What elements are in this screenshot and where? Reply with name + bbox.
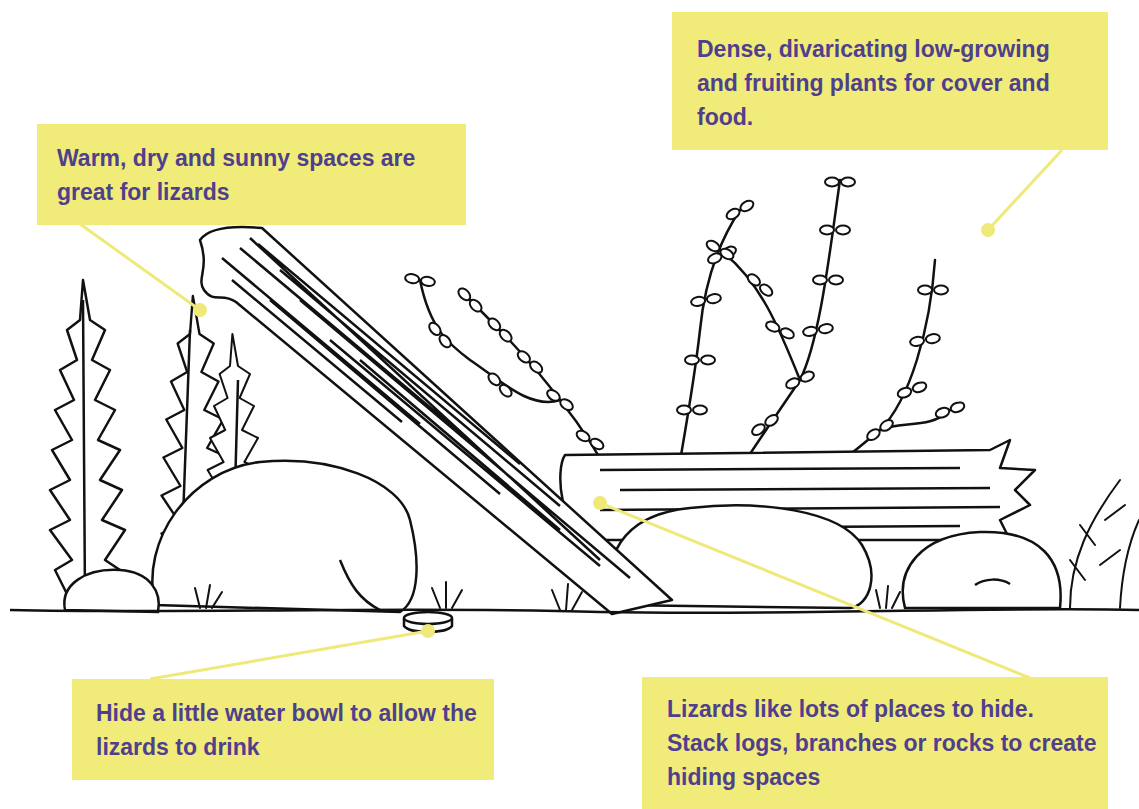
bush-leaves-part	[677, 406, 707, 415]
leader-lines-part	[150, 631, 428, 679]
bush-leaves-part	[825, 178, 855, 187]
leader-lines	[80, 150, 1062, 679]
callout-text: Dense, divaricating low-growing and frui…	[697, 32, 1096, 134]
bush-leaves-part	[765, 320, 796, 341]
bush-leaves-part	[486, 371, 514, 399]
leader-lines-part	[193, 303, 207, 317]
grass-tufts-part	[876, 586, 900, 608]
bush-leaves-part	[545, 388, 575, 413]
bush-leaves-part	[746, 272, 775, 298]
bush-leaves-part	[456, 286, 484, 314]
rocks-right-part	[903, 532, 1061, 608]
grass-tufts-part	[195, 585, 222, 608]
leader-lines-part	[988, 150, 1062, 230]
leader-lines-part	[80, 224, 200, 310]
leader-lines-part	[421, 624, 435, 638]
fern-part	[50, 280, 125, 600]
bush-leaves-part	[427, 321, 453, 350]
water-bowl-part	[404, 612, 452, 624]
grass-tufts	[195, 480, 1139, 610]
bush-stems-part	[420, 280, 560, 402]
rocks-right-part	[975, 580, 1010, 585]
bush-leaves-part	[934, 401, 965, 420]
bush-leaves-part	[404, 273, 435, 287]
bush-stems-part	[720, 250, 800, 380]
bush-leaves-part	[865, 418, 895, 443]
callout-box: Warm, dry and sunny spaces are great for…	[37, 124, 466, 225]
bush-leaves-part	[725, 199, 755, 222]
bush-leaves-part	[820, 226, 850, 235]
callout-box: Lizards like lots of places to hide. Sta…	[642, 677, 1108, 809]
bush-leaves-part	[785, 370, 816, 391]
grass-tufts-part	[432, 582, 462, 608]
leader-lines-part	[981, 223, 995, 237]
grass-tufts-part	[1120, 520, 1139, 608]
rocks-right	[610, 505, 1060, 608]
ground-line-part	[10, 609, 1139, 613]
bush-leaves-part	[896, 381, 927, 400]
callout-box: Dense, divaricating low-growing and frui…	[672, 12, 1108, 150]
bush-leaves-part	[918, 286, 948, 295]
rocks-left-part	[64, 570, 158, 612]
grass-tufts-part	[552, 584, 582, 610]
rocks-left-part	[152, 461, 416, 612]
callout-text: Warm, dry and sunny spaces are great for…	[57, 141, 456, 209]
callout-box: Hide a little water bowl to allow the li…	[72, 679, 494, 780]
leader-lines-part	[600, 503, 1030, 678]
bush-leaves-part	[802, 323, 833, 337]
callout-text: Lizards like lots of places to hide. Sta…	[667, 692, 1098, 794]
bush-leaves-part	[750, 413, 780, 438]
bush-leaves-part	[685, 356, 715, 365]
bush-leaves-part	[690, 293, 721, 307]
leader-lines-part	[593, 496, 607, 510]
bush-leaves-part	[909, 333, 940, 347]
grass-tufts-part	[1070, 480, 1125, 608]
bush-leaves-part	[575, 429, 605, 452]
ground-line	[10, 609, 1139, 613]
bush-leaves-part	[705, 239, 735, 262]
rocks-left	[64, 461, 416, 612]
bush-leaves-part	[813, 276, 843, 285]
callout-text: Hide a little water bowl to allow the li…	[96, 696, 484, 764]
bush-leaves-part	[516, 349, 545, 375]
rocks-left-part	[340, 560, 380, 610]
bush-leaves-part	[486, 316, 514, 344]
